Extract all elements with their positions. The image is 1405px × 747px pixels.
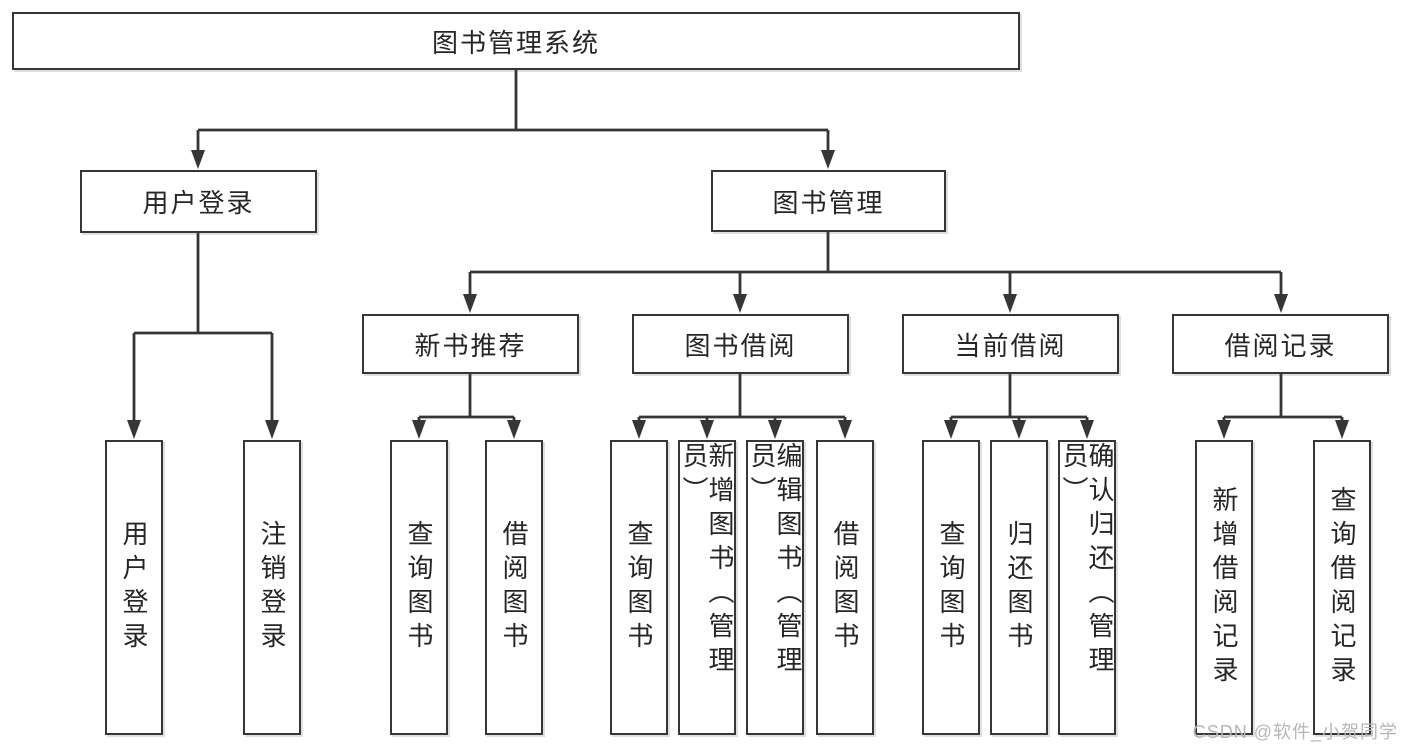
- arrow-icon: [700, 420, 714, 439]
- node-label: 图书管理系统: [431, 27, 600, 58]
- edge-root-level2: [196, 70, 830, 153]
- node-label: 新增图书（管理员）: [679, 442, 735, 680]
- arrow-icon: [1080, 420, 1094, 439]
- edge-userlogin-children: [132, 233, 274, 424]
- edge-bookmgmt-children: [468, 232, 1283, 297]
- arrow-icon: [1217, 420, 1231, 439]
- arrowheads: [127, 150, 1349, 439]
- node-borrow-records: 借阅记录: [1172, 314, 1389, 374]
- node-label: 新增借阅记录: [1209, 485, 1239, 690]
- arrow-icon: [265, 420, 279, 439]
- node-label: 图书借阅: [684, 330, 797, 361]
- arrow-icon: [632, 420, 646, 439]
- arrow-icon: [463, 294, 477, 313]
- edge-records-children: [1222, 374, 1344, 424]
- arrow-icon: [1012, 420, 1026, 439]
- node-user-login: 用户登录: [80, 170, 317, 233]
- edge-bookborrow-children: [637, 374, 847, 424]
- arrow-icon: [412, 420, 426, 439]
- arrow-icon: [838, 420, 852, 439]
- arrow-icon: [1003, 294, 1017, 313]
- arrow-icon: [191, 150, 205, 169]
- node-label: 新书推荐: [414, 330, 527, 361]
- arrow-icon: [944, 420, 958, 439]
- node-label: 查询借阅记录: [1327, 485, 1357, 690]
- arrow-icon: [127, 420, 141, 439]
- node-leaf-logout: 注销登录: [243, 440, 301, 735]
- arrow-icon: [507, 420, 521, 439]
- node-label: 查询图书: [936, 519, 966, 656]
- node-label: 确认归还（管理员）: [1059, 442, 1115, 680]
- node-leaf-borrow-book-2: 借阅图书: [816, 440, 874, 735]
- arrow-icon: [1274, 294, 1288, 313]
- node-leaf-query-borrow-record: 查询借阅记录: [1313, 440, 1371, 735]
- arrow-icon: [768, 420, 782, 439]
- node-leaf-edit-book-admin: 编辑图书（管理员）: [746, 440, 804, 735]
- node-leaf-borrow-book-1: 借阅图书: [485, 440, 543, 735]
- edge-newbook-children: [417, 374, 516, 424]
- node-leaf-add-borrow-record: 新增借阅记录: [1195, 440, 1253, 735]
- arrow-icon: [733, 294, 747, 313]
- arrow-icon: [821, 150, 835, 169]
- node-current-borrow: 当前借阅: [902, 314, 1119, 374]
- node-label: 查询图书: [404, 519, 434, 656]
- node-leaf-user-login: 用户登录: [105, 440, 163, 735]
- edge-currentborrow-children: [949, 374, 1089, 424]
- node-label: 借阅图书: [830, 519, 860, 656]
- node-label: 图书管理: [772, 187, 885, 218]
- watermark: CSDN @软件_小贺同学: [1192, 722, 1398, 742]
- node-label: 借阅记录: [1224, 330, 1337, 361]
- arrow-icon: [1335, 420, 1349, 439]
- node-label: 归还图书: [1004, 519, 1034, 656]
- node-label: 查询图书: [624, 519, 654, 656]
- node-leaf-query-book-1: 查询图书: [390, 440, 448, 735]
- node-label: 借阅图书: [499, 519, 529, 656]
- node-root: 图书管理系统: [12, 12, 1020, 70]
- node-leaf-add-book-admin: 新增图书（管理员）: [678, 440, 736, 735]
- node-leaf-query-book-3: 查询图书: [922, 440, 980, 735]
- node-leaf-confirm-return-admin: 确认归还（管理员）: [1058, 440, 1116, 735]
- node-label: 注销登录: [257, 519, 287, 656]
- node-new-book-recommend: 新书推荐: [362, 314, 579, 374]
- node-leaf-query-book-2: 查询图书: [610, 440, 668, 735]
- node-book-management: 图书管理: [711, 170, 946, 232]
- node-book-borrow: 图书借阅: [632, 314, 849, 374]
- node-label: 用户登录: [142, 188, 255, 218]
- node-label: 当前借阅: [954, 330, 1067, 361]
- node-leaf-return-book: 归还图书: [990, 440, 1048, 735]
- node-label: 编辑图书（管理员）: [747, 442, 803, 680]
- node-label: 用户登录: [119, 519, 149, 656]
